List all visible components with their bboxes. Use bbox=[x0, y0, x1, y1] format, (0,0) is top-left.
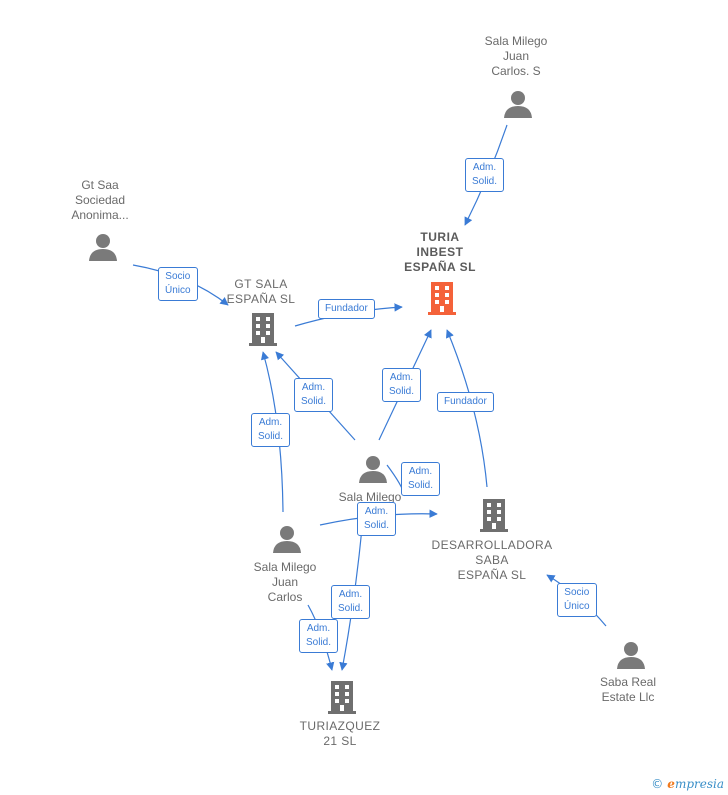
building-icon[interactable] bbox=[326, 679, 358, 715]
edge-label-adm-solid[interactable]: Adm. Solid. bbox=[299, 619, 339, 653]
person-label-sala-milego-juan-carlos[interactable]: Sala Milego Juan Carlos bbox=[253, 560, 317, 604]
person-label-sala-milego-juan-carlos-s[interactable]: Sala Milego Juan Carlos. S bbox=[484, 34, 548, 78]
edge-label-fundador[interactable]: Fundador bbox=[437, 392, 494, 412]
empresia-logo[interactable]: ©empresia bbox=[651, 777, 724, 791]
building-icon-highlight[interactable] bbox=[426, 280, 458, 316]
person-icon[interactable] bbox=[272, 524, 302, 554]
person-icon[interactable] bbox=[358, 454, 388, 484]
edge-label-adm-solid[interactable]: Adm. Solid. bbox=[401, 462, 441, 496]
copyright-icon: © bbox=[651, 777, 664, 791]
edge-label-adm-solid[interactable]: Adm. Solid. bbox=[382, 368, 422, 402]
edge-label-adm-solid[interactable]: Adm. Solid. bbox=[294, 378, 334, 412]
company-label-turia[interactable]: TURIA INBEST ESPAÑA SL bbox=[404, 230, 476, 274]
edge-label-adm-solid[interactable]: Adm. Solid. bbox=[251, 413, 291, 447]
person-icon[interactable] bbox=[503, 89, 533, 119]
edge-label-fundador[interactable]: Fundador bbox=[318, 299, 375, 319]
edge-label-adm-solid[interactable]: Adm. Solid. bbox=[465, 158, 505, 192]
edge-label-socio-unico[interactable]: Socio Único bbox=[158, 267, 198, 301]
company-label-gt-sala[interactable]: GT SALA ESPAÑA SL bbox=[226, 277, 296, 306]
edge-label-socio-unico[interactable]: Socio Único bbox=[557, 583, 597, 617]
building-icon[interactable] bbox=[247, 311, 279, 347]
edge-label-adm-solid[interactable]: Adm. Solid. bbox=[357, 502, 397, 536]
brand-initial: e bbox=[667, 777, 675, 791]
person-icon[interactable] bbox=[88, 232, 118, 262]
company-label-turiazquez[interactable]: TURIAZQUEZ 21 SL bbox=[299, 719, 381, 748]
person-icon[interactable] bbox=[616, 640, 646, 670]
person-label-saba-real-estate[interactable]: Saba Real Estate Llc bbox=[599, 675, 657, 704]
person-label-gt-saa[interactable]: Gt Saa Sociedad Anonima... bbox=[71, 178, 129, 222]
brand-name: mpresia bbox=[674, 777, 724, 791]
edge-label-adm-solid[interactable]: Adm. Solid. bbox=[331, 585, 371, 619]
company-label-desarrolladora[interactable]: DESARROLLADORA SABA ESPAÑA SL bbox=[431, 538, 553, 582]
building-icon[interactable] bbox=[478, 497, 510, 533]
